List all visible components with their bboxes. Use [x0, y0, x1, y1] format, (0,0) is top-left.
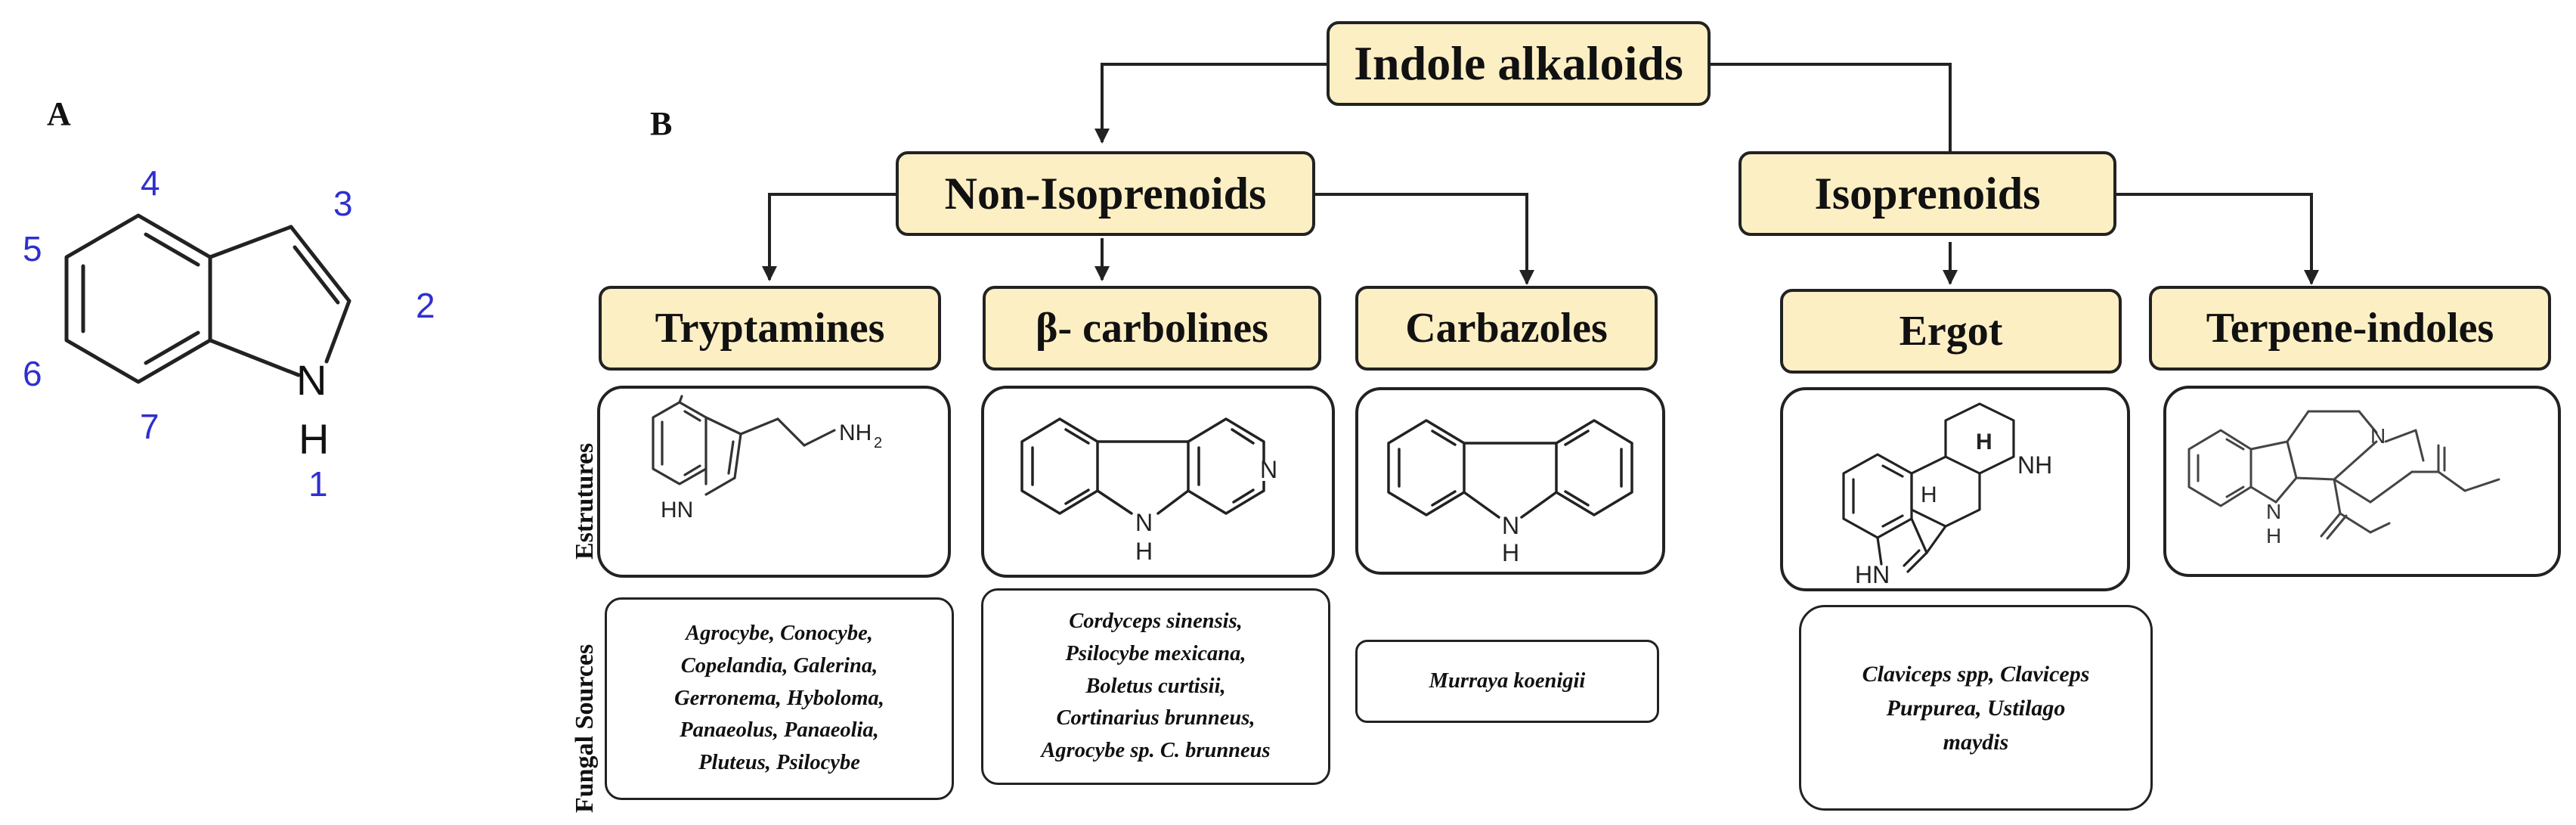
beta-carboline-nh-n: N — [1135, 509, 1153, 536]
source-line: Agrocybe, Conocybe, — [686, 622, 873, 646]
indole-number-2: 2 — [416, 286, 435, 325]
group-node-non-isoprenoids: Non-Isoprenoids — [896, 151, 1315, 236]
row-label-structures: Estrutures — [571, 442, 599, 560]
group-node-label: Non-Isoprenoids — [944, 168, 1267, 219]
sources-box-carbazoles: Murraya koenigii — [1355, 640, 1659, 723]
tryptamine-structure: HN NH 2 — [652, 395, 882, 523]
class-node-label: Terpene-indoles — [2206, 305, 2494, 352]
carbazole-n: N — [1502, 512, 1519, 539]
indole-number-6: 6 — [23, 354, 42, 393]
ergot-hn: HN — [1855, 561, 1890, 588]
panel-b-label: B — [650, 105, 673, 142]
tryptamine-nh2: NH — [839, 420, 872, 445]
terpene-indole-structure: N N H — [2187, 410, 2500, 547]
class-node-label: Ergot — [1899, 308, 2003, 355]
source-line: Cordyceps sinensis, — [1069, 609, 1243, 634]
indole-number-3: 3 — [333, 184, 353, 223]
source-line: Murraya koenigii — [1429, 668, 1586, 693]
beta-carboline-nh-h: H — [1135, 538, 1153, 565]
sources-box-ergot: Claviceps spp, Claviceps Purpurea, Ustil… — [1799, 605, 2153, 811]
carbazole-h: H — [1502, 539, 1519, 566]
source-line: Gerronema, Hyboloma, — [674, 686, 884, 710]
ergoline-structure: H NH H HN — [1842, 402, 2052, 588]
source-line: Claviceps spp, Claviceps — [1862, 661, 2090, 687]
class-node-label: Carbazoles — [1405, 305, 1608, 352]
source-line: Purpurea, Ustilago — [1886, 695, 2066, 721]
structure-box-carbazole: N H — [1355, 387, 1665, 575]
indole-number-1: 1 — [308, 464, 328, 504]
ergot-h-bottom: H — [1921, 482, 1937, 507]
row-label-fungal-sources: Fungal Sources — [571, 644, 599, 813]
terpene-n-top: N — [2370, 424, 2386, 448]
group-node-isoprenoids: Isoprenoids — [1738, 151, 2116, 236]
indole-number-7: 7 — [140, 407, 159, 446]
indole-number-4: 4 — [141, 163, 160, 203]
source-line: maydis — [1943, 729, 2009, 755]
class-node-ergot: Ergot — [1780, 289, 2122, 374]
beta-carboline-n: N — [1260, 456, 1277, 483]
class-node-carbazoles: Carbazoles — [1355, 286, 1658, 371]
structure-box-ergot: H NH H HN — [1780, 387, 2130, 591]
source-line: Boletus curtisii, — [1085, 674, 1226, 698]
class-node-label: β- carbolines — [1036, 305, 1268, 352]
ergot-nh: NH — [2017, 451, 2052, 479]
source-line: Cortinarius brunneus, — [1056, 706, 1255, 730]
class-node-terpene-indoles: Terpene-indoles — [2149, 286, 2551, 371]
beta-carboline-structure: N N H — [1020, 417, 1279, 565]
root-node-indole-alkaloids: Indole alkaloids — [1327, 21, 1711, 106]
indole-ring-drawing: N H 4 3 5 2 6 7 1 A — [0, 0, 499, 529]
carbazole-structure: N H — [1387, 419, 1633, 566]
source-line: Panaeolus, Panaeolia, — [680, 718, 879, 743]
source-line: Psilocybe mexicana, — [1065, 641, 1246, 665]
sources-box-tryptamines: Agrocybe, Conocybe, Copelandia, Galerina… — [605, 597, 954, 800]
source-line: Pluteus, Psilocybe — [698, 751, 860, 775]
class-node-beta-carbolines: β- carbolines — [983, 286, 1321, 371]
structure-box-beta-carboline: N N H — [981, 386, 1335, 578]
source-line: Copelandia, Galerina, — [680, 653, 878, 678]
sources-box-beta-carbolines: Cordyceps sinensis, Psilocybe mexicana, … — [981, 588, 1330, 785]
group-node-label: Isoprenoids — [1814, 168, 2041, 219]
source-line: Agrocybe sp. C. brunneus — [1041, 739, 1271, 763]
indole-n-label: N — [296, 356, 327, 404]
root-node-label: Indole alkaloids — [1354, 36, 1683, 90]
tryptamine-hn: HN — [661, 498, 693, 523]
ergot-h-top: H — [1976, 430, 1992, 454]
indole-h-label: H — [299, 415, 329, 463]
structure-box-tryptamine: HN NH 2 — [597, 386, 951, 578]
terpene-nh-n: N — [2266, 500, 2281, 523]
class-node-label: Tryptamines — [655, 305, 885, 352]
indole-number-5: 5 — [23, 229, 42, 268]
structure-box-terpene-indole: N N H — [2163, 386, 2561, 577]
panel-a-letter: A — [47, 95, 71, 132]
class-node-tryptamines: Tryptamines — [599, 286, 941, 371]
terpene-nh-h: H — [2266, 524, 2281, 547]
tryptamine-nh2-sub: 2 — [874, 435, 882, 451]
